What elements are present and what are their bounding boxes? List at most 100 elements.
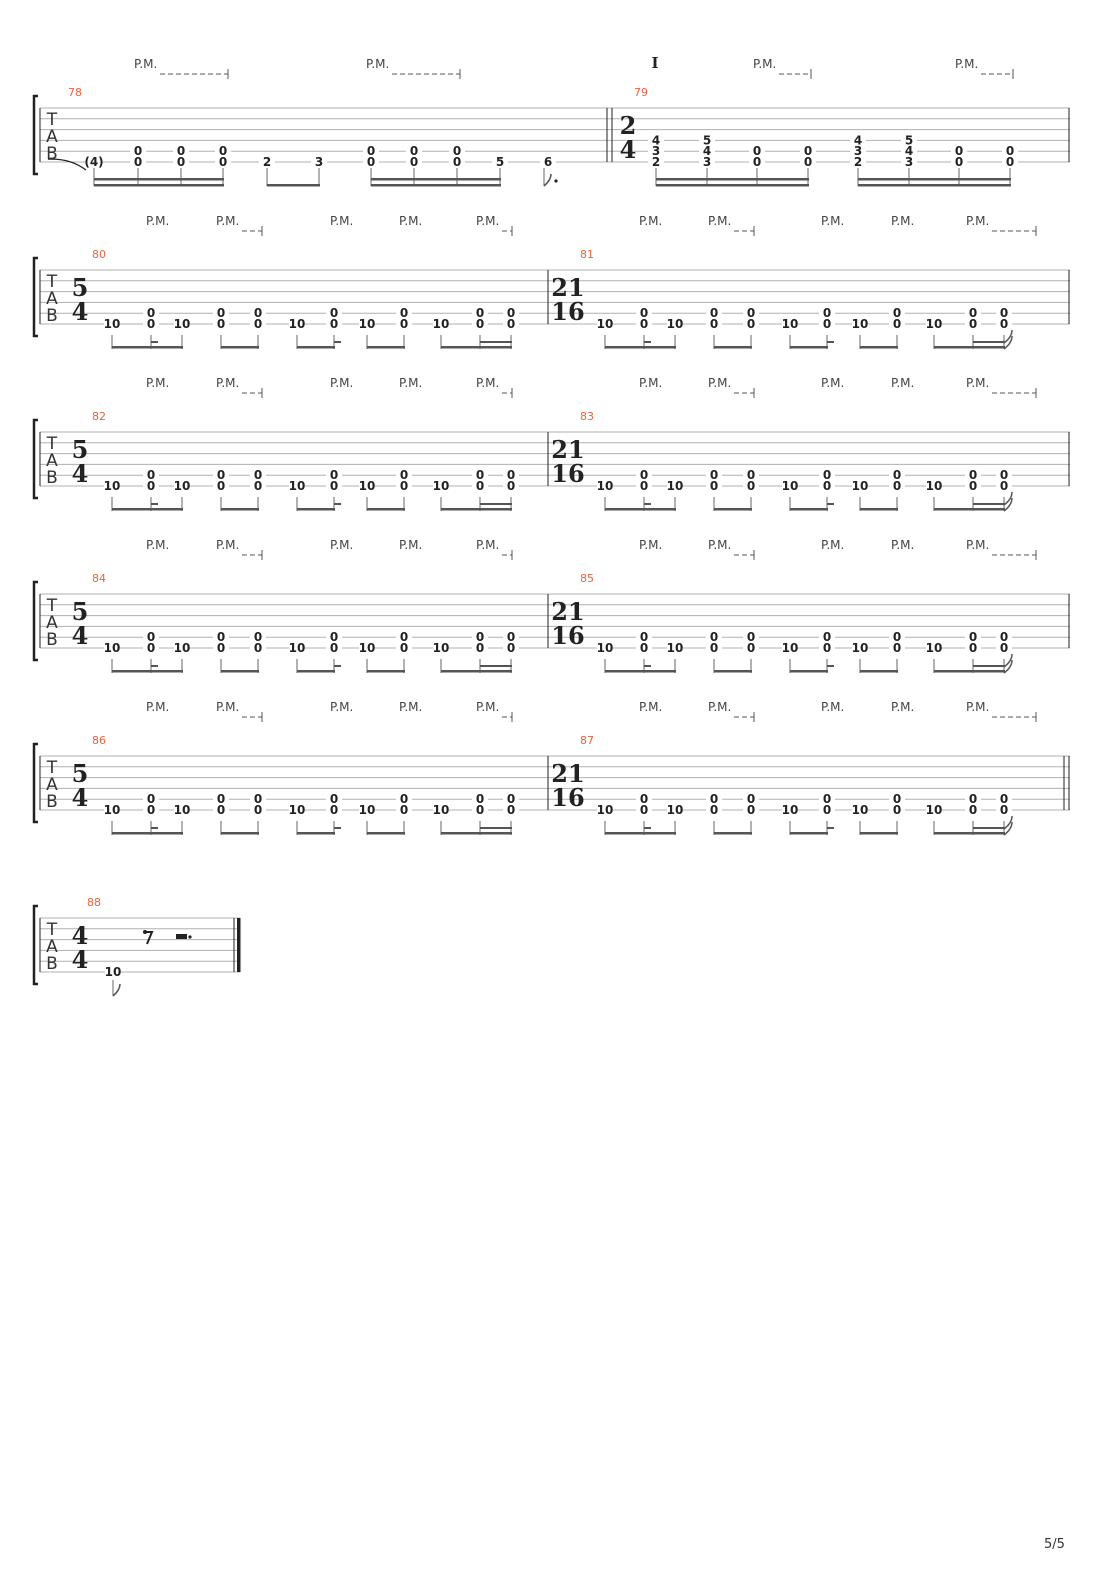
fret-number: 0 xyxy=(410,144,418,158)
fret-bg xyxy=(850,145,866,157)
fret-number: 0 xyxy=(753,155,761,169)
fret-bg xyxy=(289,318,305,329)
note-flag xyxy=(1003,335,1013,350)
fret-number: 0 xyxy=(640,479,648,493)
fret-bg xyxy=(363,145,379,157)
note-beam xyxy=(441,508,512,511)
fret-bg xyxy=(819,631,835,643)
palm-mute-label: P.M. xyxy=(216,214,239,228)
fret-bg xyxy=(359,642,375,653)
tab-clef-letter: B xyxy=(46,954,58,974)
fret-bg xyxy=(852,804,868,815)
fret-bg xyxy=(889,307,905,319)
fret-number: 0 xyxy=(254,792,262,806)
fret-number: 0 xyxy=(507,479,515,493)
fret-bg xyxy=(850,156,866,167)
time-signature-top: 5 xyxy=(72,435,89,464)
palm-mute-label: P.M. xyxy=(330,376,353,390)
fret-bg xyxy=(996,804,1012,815)
fret-number: 0 xyxy=(710,641,718,655)
fret-number: 10 xyxy=(359,317,376,331)
fret-number: 0 xyxy=(254,803,262,817)
fret-bg xyxy=(706,318,722,329)
fret-bg xyxy=(86,156,102,167)
dotted-note xyxy=(554,179,558,183)
fret-bg xyxy=(965,804,981,815)
fret-bg xyxy=(749,145,765,157)
fret-number: 0 xyxy=(710,803,718,817)
fret-number: 0 xyxy=(367,155,375,169)
tab-clef-letter: A xyxy=(46,937,58,957)
fret-number: 0 xyxy=(476,306,484,320)
fret-number: 0 xyxy=(507,317,515,331)
note-beam xyxy=(860,346,898,349)
fret-number: 0 xyxy=(823,792,831,806)
fret-bg xyxy=(433,642,449,653)
palm-mute-label: P.M. xyxy=(639,700,662,714)
palm-mute-label: P.M. xyxy=(708,376,731,390)
fret-number: 0 xyxy=(955,144,963,158)
fret-number: 0 xyxy=(217,641,225,655)
note-beam xyxy=(605,832,676,835)
fret-bg xyxy=(213,318,229,329)
fret-number: 10 xyxy=(597,479,614,493)
dotted-rest xyxy=(188,935,192,939)
fret-number: 0 xyxy=(147,641,155,655)
fret-number: 0 xyxy=(476,479,484,493)
fret-number: 0 xyxy=(1000,803,1008,817)
fret-number: 3 xyxy=(854,144,862,158)
note-flag xyxy=(1003,821,1013,836)
fret-bg xyxy=(174,318,190,329)
fret-number: 0 xyxy=(507,468,515,482)
fret-number: 0 xyxy=(969,803,977,817)
note-beam xyxy=(973,665,1005,667)
fret-bg xyxy=(359,804,375,815)
fret-bg xyxy=(289,480,305,491)
note-beam xyxy=(858,178,1011,181)
fret-number: 0 xyxy=(804,144,812,158)
note-beam xyxy=(934,508,1005,511)
fret-bg xyxy=(852,480,868,491)
fret-bg xyxy=(901,145,917,157)
fret-number: 10 xyxy=(359,803,376,817)
fret-bg xyxy=(143,793,159,805)
fret-number: 0 xyxy=(710,317,718,331)
fret-number: 0 xyxy=(969,641,977,655)
fret-bg xyxy=(706,307,722,319)
fret-number: 5 xyxy=(703,133,711,147)
fret-bg xyxy=(130,156,146,167)
fret-number: 0 xyxy=(254,468,262,482)
note-beam xyxy=(827,341,834,343)
note-beam xyxy=(441,346,512,349)
tab-staff: TAB xyxy=(32,418,1070,500)
palm-mute-label: P.M. xyxy=(216,376,239,390)
palm-mute-label: P.M. xyxy=(821,214,844,228)
measure-number: 86 xyxy=(92,734,106,747)
note-beam xyxy=(112,508,183,511)
fret-number: 0 xyxy=(400,468,408,482)
fret-bg xyxy=(965,318,981,329)
fret-number: 0 xyxy=(217,468,225,482)
fret-number: 0 xyxy=(219,144,227,158)
fret-bg xyxy=(326,631,342,643)
fret-bg xyxy=(503,307,519,319)
note-beam xyxy=(714,670,752,673)
fret-bg xyxy=(174,642,190,653)
fret-number: 0 xyxy=(710,468,718,482)
fret-number: 10 xyxy=(852,317,869,331)
time-signature-top: 21 xyxy=(551,273,584,302)
palm-mute-label: P.M. xyxy=(399,538,422,552)
note-beam xyxy=(297,508,335,511)
tab-clef-letter: T xyxy=(46,596,58,616)
fret-bg xyxy=(250,793,266,805)
fret-number: 0 xyxy=(330,641,338,655)
palm-mute-label: P.M. xyxy=(399,376,422,390)
measure-number: 83 xyxy=(580,410,594,423)
fret-bg xyxy=(819,804,835,815)
fret-bg xyxy=(359,318,375,329)
fret-number: 0 xyxy=(955,155,963,169)
system-bracket xyxy=(32,904,38,986)
palm-mute-label: P.M. xyxy=(216,700,239,714)
fret-bg xyxy=(503,804,519,815)
